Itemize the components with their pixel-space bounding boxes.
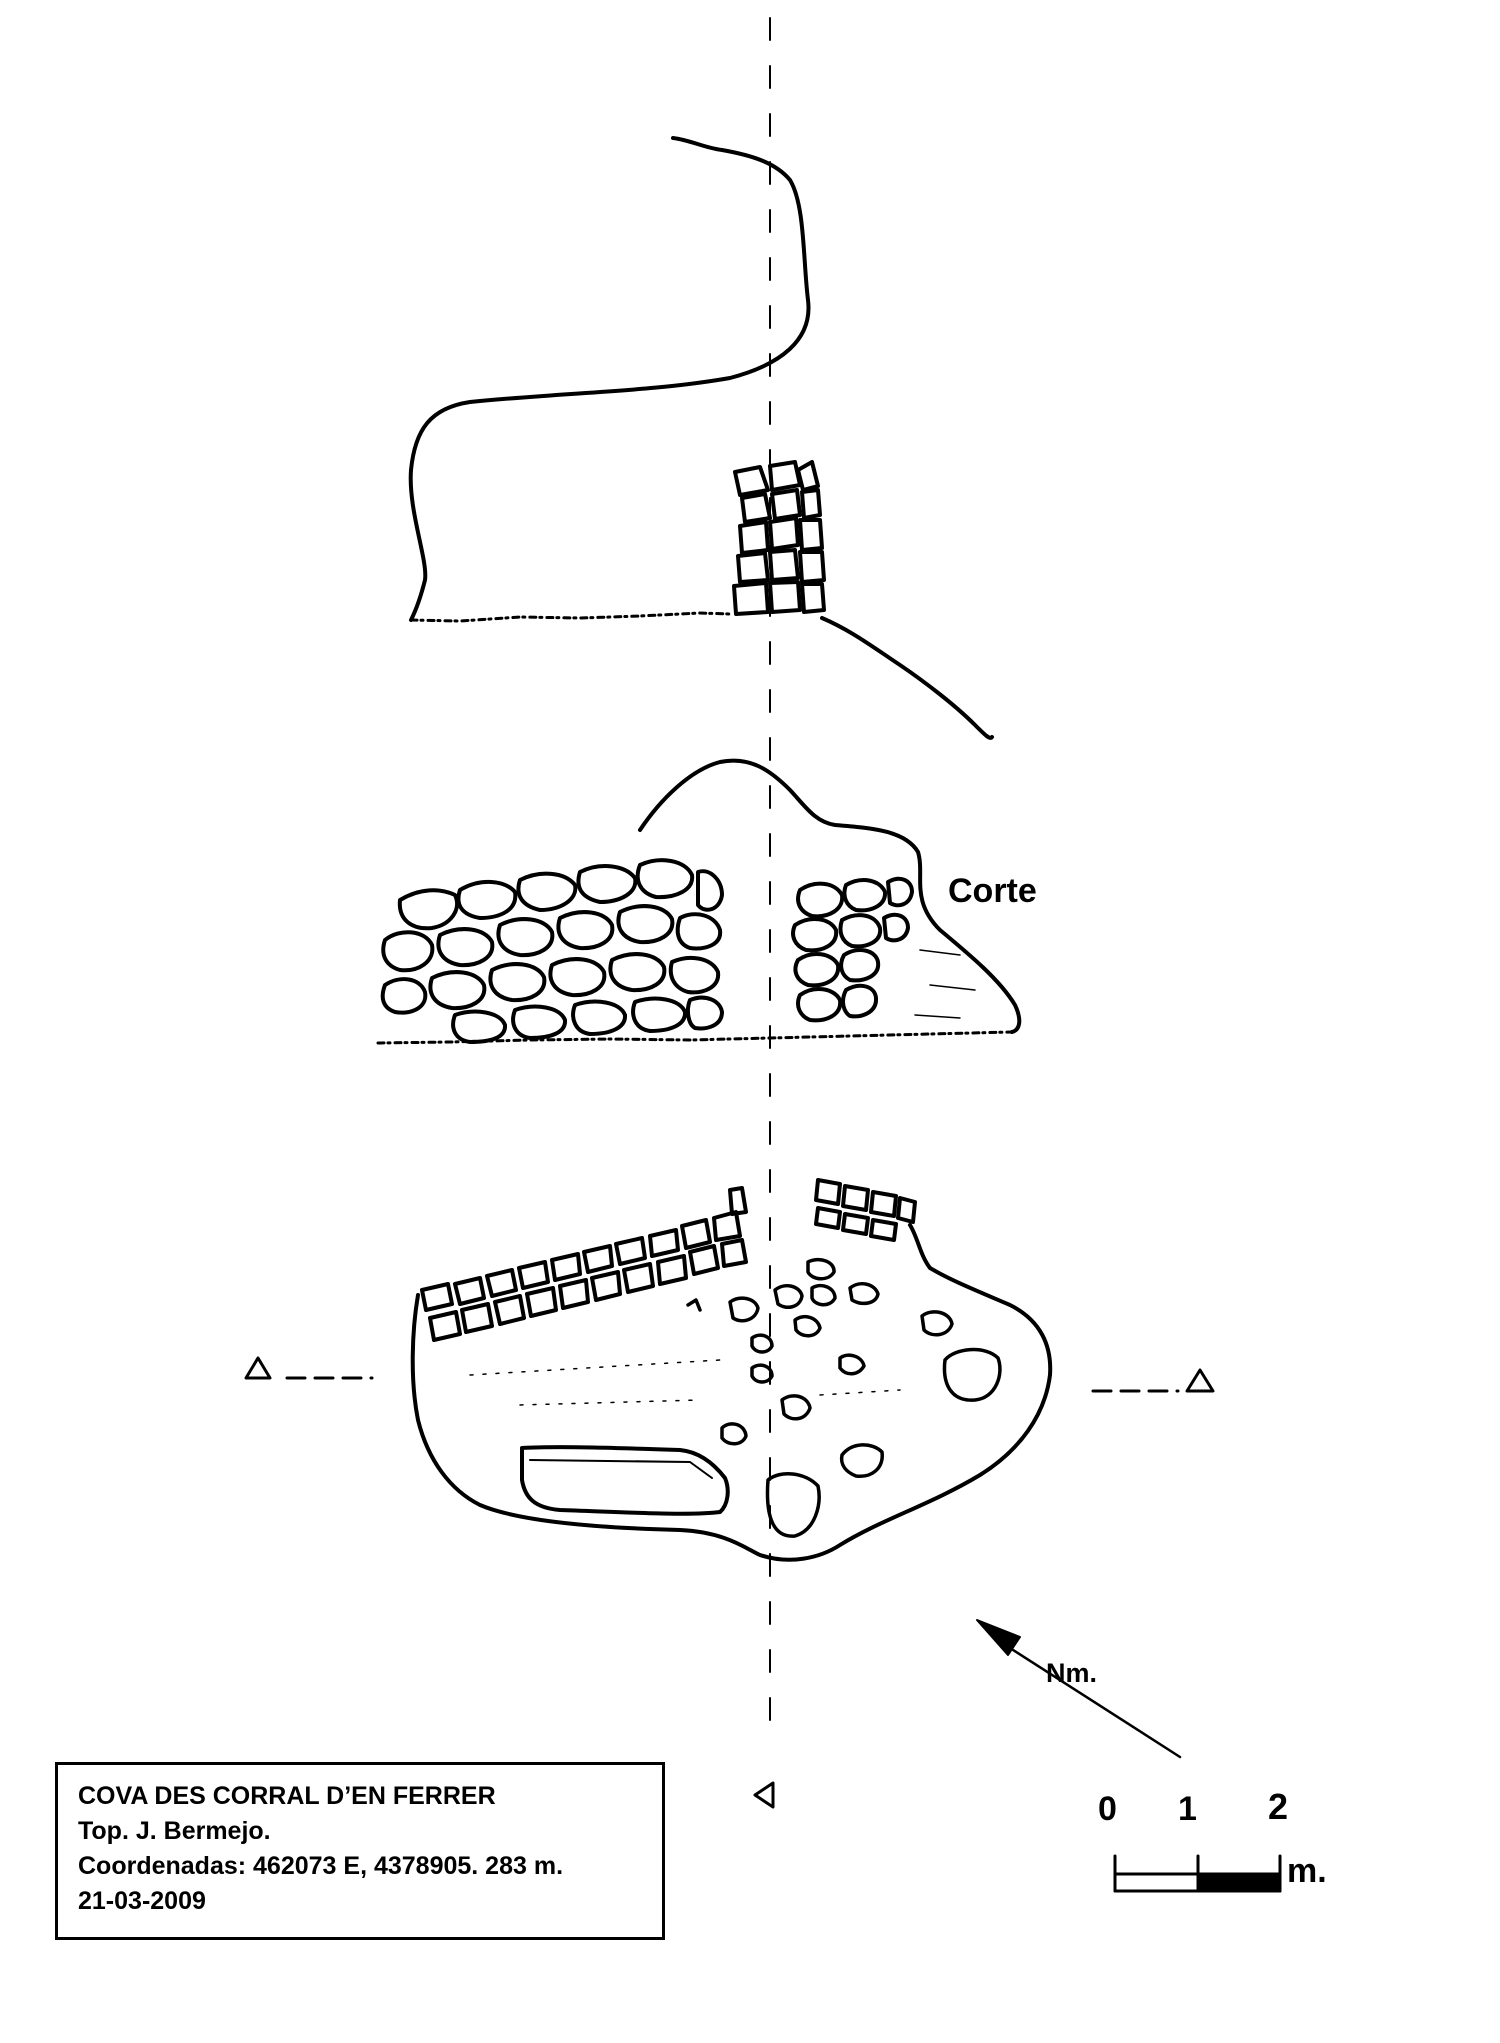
left-triangle-marker	[244, 1356, 272, 1380]
scale-unit: m.	[1287, 1852, 1327, 1890]
survey-author: Top. J. Bermejo.	[78, 1817, 271, 1845]
section-left-masonry-wall	[380, 858, 724, 1044]
plan-left-masonry-wall	[420, 1186, 748, 1342]
bottom-triangle-marker	[753, 1781, 775, 1809]
section-floor-line	[376, 1030, 1014, 1045]
profile-slope-outline	[820, 616, 994, 740]
scale-bar	[1113, 1854, 1282, 1893]
plan-large-slab	[520, 1445, 730, 1516]
scale-bar-black-segment	[1196, 1872, 1282, 1893]
plan-floor-texture	[469, 1359, 901, 1406]
north-arrow-head-icon	[976, 1619, 1021, 1656]
scale-tick-0: 0	[1098, 1790, 1117, 1828]
section-outline	[638, 758, 1022, 1034]
section-shading-lines	[914, 949, 976, 1019]
profile-cave-outline	[408, 136, 811, 622]
survey-date: 21-03-2009	[78, 1887, 206, 1915]
north-arrow-shaft	[1008, 1646, 1182, 1759]
survey-coordinates: Coordenadas: 462073 E, 4378905. 283 m.	[78, 1852, 564, 1880]
title-block: COVA DES CORRAL D’EN FERRER Top. J. Berm…	[55, 1762, 665, 1940]
section-right-masonry-wall	[791, 876, 914, 1023]
plan-slab-inner-line	[529, 1459, 713, 1479]
section-line-markers	[244, 1356, 1215, 1809]
longitudinal-profile	[408, 136, 994, 740]
scale-tick-2: 2	[1268, 1786, 1289, 1827]
cross-section	[376, 758, 1022, 1045]
scale-tick-1: 1	[1178, 1790, 1197, 1828]
profile-stone-pillar	[732, 460, 826, 616]
north-arrow	[976, 1619, 1182, 1759]
right-triangle-marker	[1185, 1368, 1215, 1393]
plan-right-masonry-wall	[814, 1178, 917, 1242]
plan-outline	[410, 1223, 1053, 1562]
profile-floor-line	[409, 611, 732, 623]
section-label: Corte	[948, 872, 1037, 910]
plan-scattered-stones	[686, 1257, 1002, 1538]
north-label: Nm.	[1046, 1658, 1098, 1688]
cave-name: COVA DES CORRAL D’EN FERRER	[78, 1782, 496, 1810]
scale-bar-white-segment	[1113, 1872, 1200, 1893]
cave-plan	[410, 1178, 1053, 1562]
